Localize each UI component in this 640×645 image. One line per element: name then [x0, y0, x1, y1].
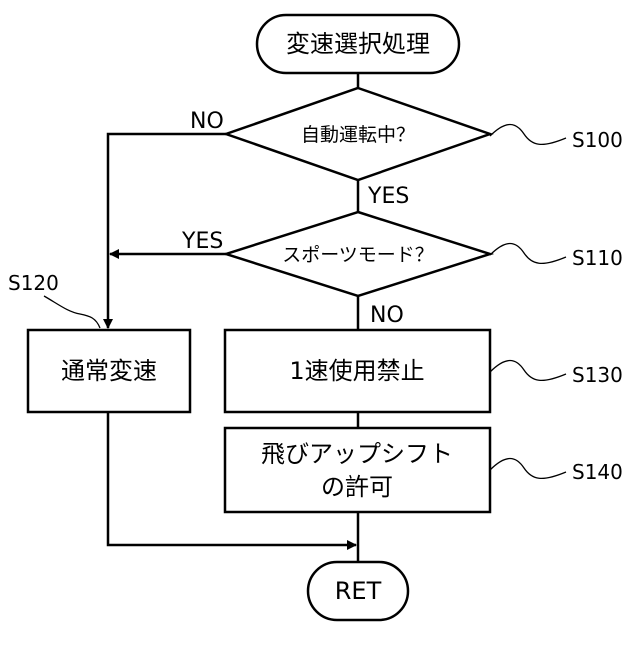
step-label-s100: S100: [572, 128, 623, 152]
process-1st-gear-prohibit-label: 1速使用禁止: [289, 357, 424, 385]
step-label-s140: S140: [572, 460, 623, 484]
leader-s130: [490, 361, 566, 381]
process-skip-upshift-line1: 飛びアップシフト: [261, 440, 453, 468]
decision-auto-driving-yes-label: YES: [367, 184, 409, 209]
decision-sport-mode-yes-label: YES: [181, 229, 223, 254]
leader-s100: [490, 125, 566, 145]
decision-auto-driving-no-label: NO: [190, 109, 224, 134]
leader-s140: [490, 459, 566, 479]
process-skip-upshift-line2: の許可: [321, 473, 393, 501]
leader-s120: [44, 296, 100, 328]
start-label: 変速選択処理: [286, 30, 430, 58]
decision-auto-driving-label: 自動運転中？: [301, 124, 415, 146]
leader-s110: [490, 244, 566, 264]
step-label-s110: S110: [572, 246, 623, 270]
step-label-s120: S120: [8, 271, 59, 295]
process-normal-shift-label: 通常変速: [61, 357, 157, 385]
decision-sport-mode-label: スポーツモード？: [282, 244, 434, 266]
end-label: RET: [335, 577, 382, 605]
step-label-s130: S130: [572, 363, 623, 387]
decision-sport-mode-no-label: NO: [370, 303, 404, 328]
